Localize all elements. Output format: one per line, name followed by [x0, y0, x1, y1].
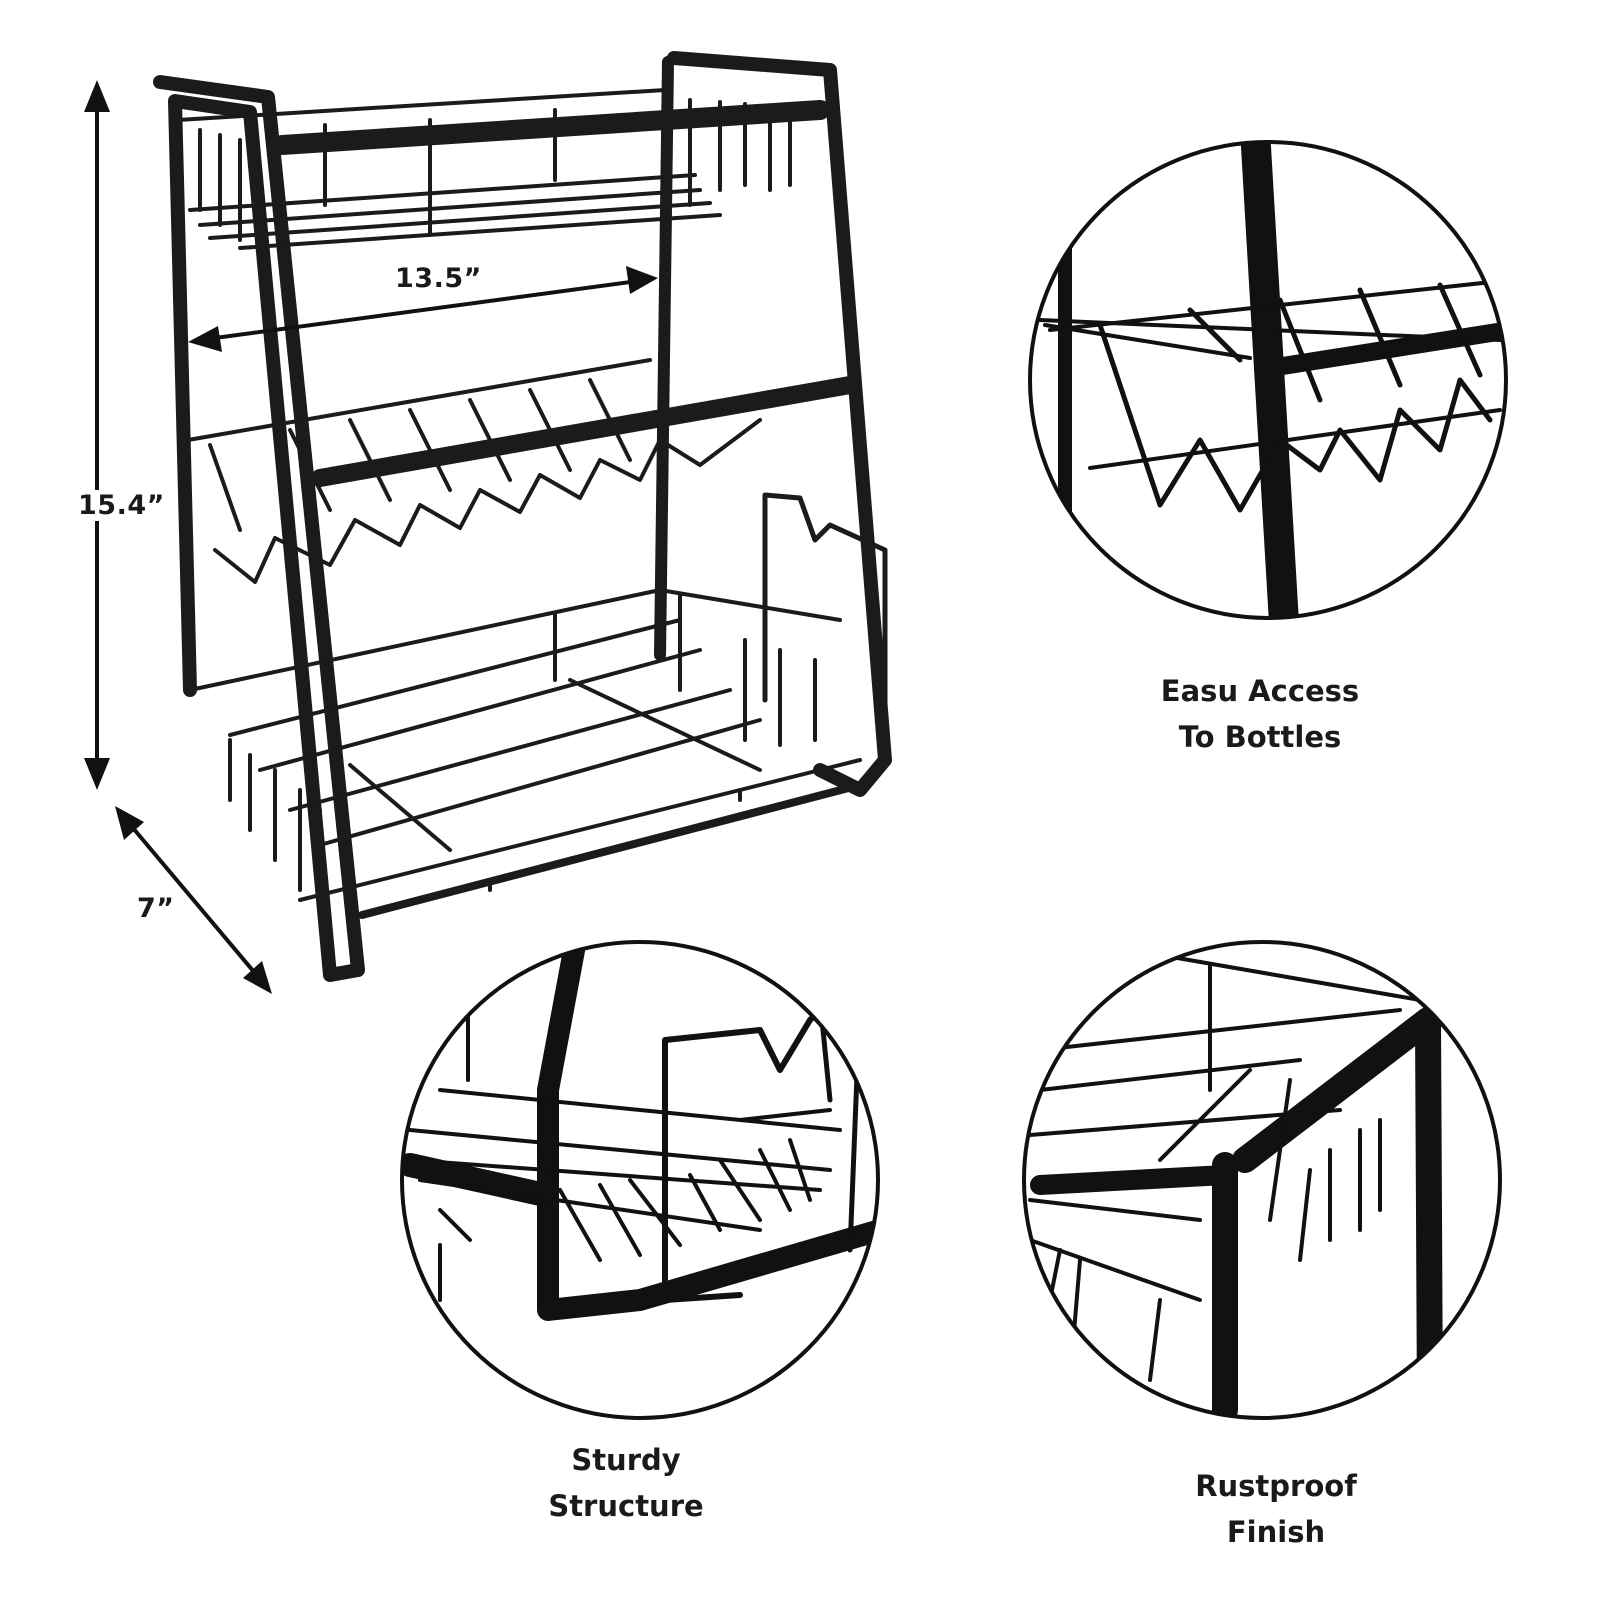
depth-arrow — [120, 813, 267, 987]
feature-caption-access-line2: To Bottles — [1178, 720, 1342, 754]
feature-caption-access-line1: Easu Access — [1160, 674, 1360, 708]
rack-right-post — [654, 56, 674, 661]
rack-left-frame — [153, 75, 365, 982]
spice-rack-illustration — [153, 51, 892, 982]
bottom-shelf-divider — [762, 492, 888, 723]
middle-shelf-bar — [311, 376, 859, 487]
width-arrow — [199, 278, 646, 342]
feature-caption-structure-line1: Sturdy — [571, 1443, 681, 1477]
depth-label: 7” — [137, 893, 175, 924]
detail-circle-finish-outline — [1022, 940, 1502, 1420]
feature-caption-structure-line2: Structure — [548, 1489, 704, 1523]
dimension-arrows — [84, 80, 658, 994]
width-label: 13.5” — [395, 263, 482, 294]
detail-circle-finish — [1022, 940, 1502, 1420]
feature-caption-finish: Rustproof Finish — [1195, 1463, 1357, 1555]
feature-caption-structure: Sturdy Structure — [548, 1437, 703, 1529]
feature-caption-finish-line1: Rustproof — [1195, 1469, 1357, 1503]
detail-circle-access — [1028, 140, 1508, 620]
feature-caption-access: Easu Access To Bottles — [1161, 668, 1359, 760]
detail-circle-structure — [400, 940, 880, 1420]
detail-circle-access-outline — [1028, 140, 1508, 620]
feature-caption-finish-line2: Finish — [1226, 1515, 1326, 1549]
top-shelf-basket — [176, 88, 792, 250]
height-label: 15.4” — [76, 490, 167, 521]
detail-circle-structure-outline — [400, 940, 880, 1420]
bottom-shelf-front — [358, 781, 864, 919]
rack-right-frame — [667, 51, 892, 797]
middle-shelf-zigzag — [186, 358, 762, 584]
top-shelf-bar — [272, 100, 830, 155]
bottom-shelf-basket — [188, 588, 862, 907]
